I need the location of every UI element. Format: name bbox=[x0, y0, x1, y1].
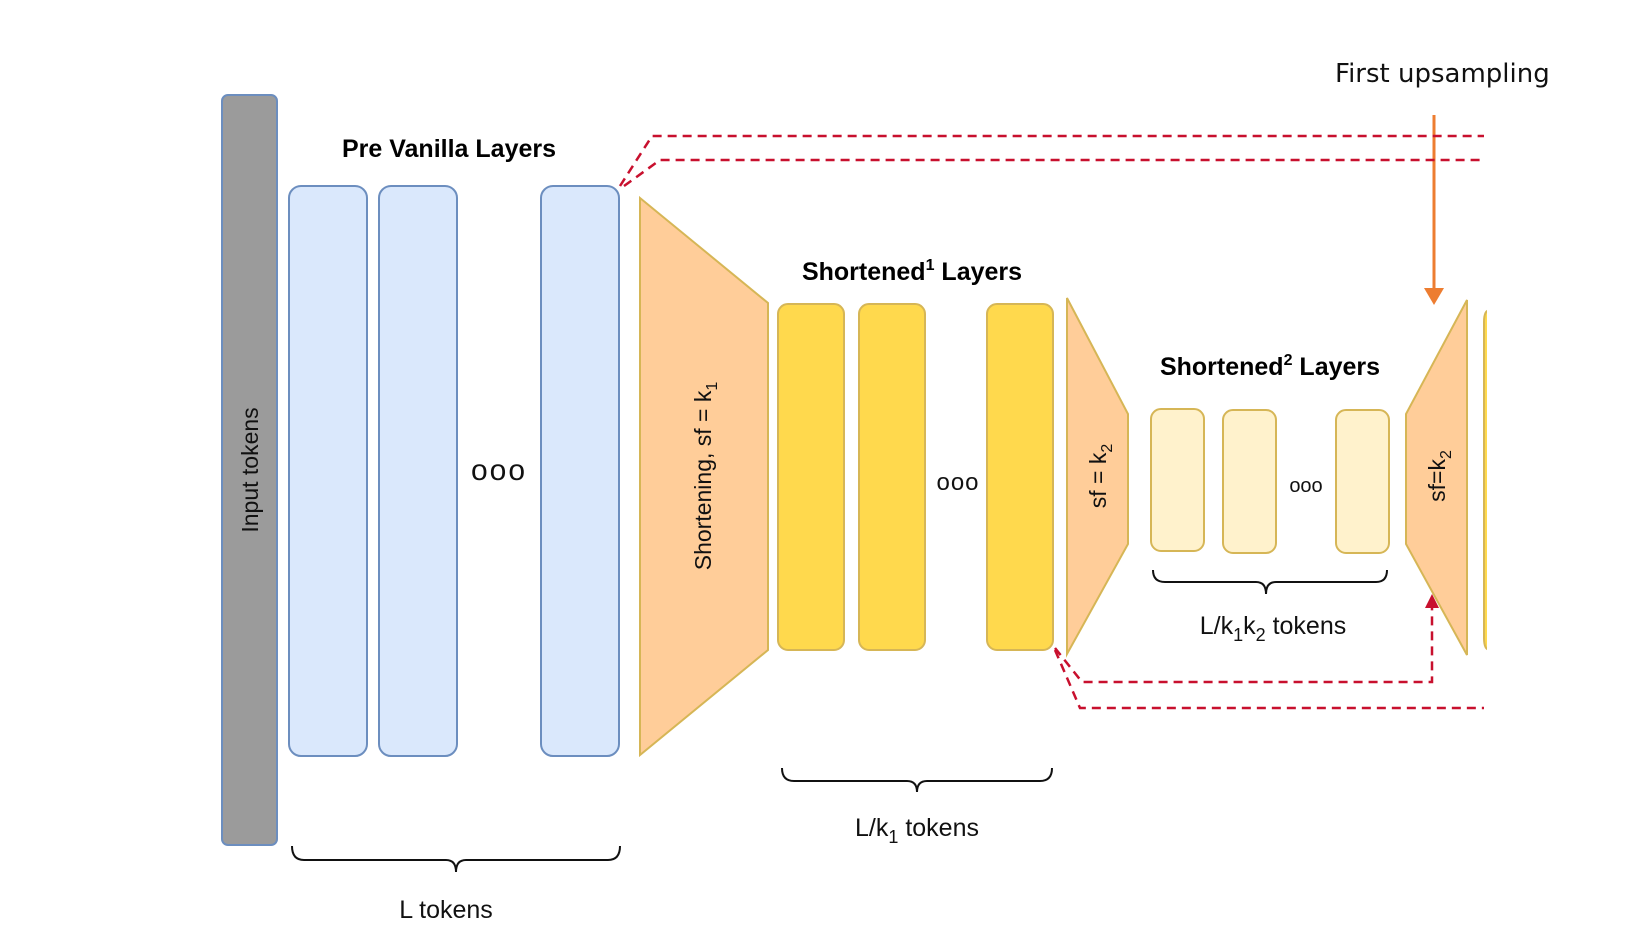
pre-vanilla-layer bbox=[378, 185, 458, 757]
shortened-2-title: Shortened2 Layers bbox=[1160, 352, 1380, 381]
pre-vanilla-ellipsis: ooo bbox=[471, 454, 527, 487]
l-k1-tokens-label: L/k1 tokens bbox=[855, 814, 979, 847]
shortened-2-layer bbox=[1222, 409, 1277, 554]
shortening-1-label: Shortening, sf = k1 bbox=[690, 382, 721, 571]
pre-vanilla-brace bbox=[291, 845, 621, 873]
l-k1k2-tokens-label: L/k1k2 tokens bbox=[1200, 612, 1347, 645]
first-upsampling-callout: First upsampling bbox=[1335, 59, 1550, 89]
skip-connection-inner-top bbox=[623, 158, 1484, 188]
shortened-1-title: Shortened1 Layers bbox=[802, 257, 1022, 286]
shortened-1-ellipsis: ooo bbox=[936, 469, 979, 496]
shortened-2-layer bbox=[1150, 408, 1205, 552]
crop-mask bbox=[1487, 300, 1644, 700]
upsampling-block-1 bbox=[1405, 299, 1468, 656]
shortened-2-ellipsis: ooo bbox=[1289, 475, 1322, 497]
skip-connection-to-upsampling bbox=[1054, 600, 1434, 684]
shortened-2-brace bbox=[1152, 569, 1388, 595]
pre-vanilla-layer bbox=[288, 185, 368, 757]
shortening-2-label: sf = k2 bbox=[1085, 444, 1116, 509]
callout-arrow-head bbox=[1424, 288, 1444, 305]
shortened-2-layer bbox=[1335, 409, 1390, 554]
l-tokens-label: L tokens bbox=[399, 896, 493, 924]
shortened-1-layer bbox=[858, 303, 926, 651]
shortened-1-brace bbox=[781, 767, 1053, 793]
pre-vanilla-title: Pre Vanilla Layers bbox=[342, 135, 556, 163]
upsampling-1-label: sf=k2 bbox=[1424, 450, 1455, 502]
input-tokens-label: Input tokens bbox=[237, 407, 263, 532]
shortened-1-layer bbox=[777, 303, 845, 651]
skip-arrow-head bbox=[1425, 594, 1439, 608]
skip-connection-outer-bottom bbox=[1053, 649, 1484, 710]
input-tokens-bar bbox=[221, 94, 278, 846]
shortened-1-layer bbox=[986, 303, 1054, 651]
shortening-block-1 bbox=[639, 195, 769, 758]
pre-vanilla-layer bbox=[540, 185, 620, 757]
skip-connection-outer-top bbox=[618, 134, 1484, 187]
shortening-block-2 bbox=[1066, 297, 1129, 658]
